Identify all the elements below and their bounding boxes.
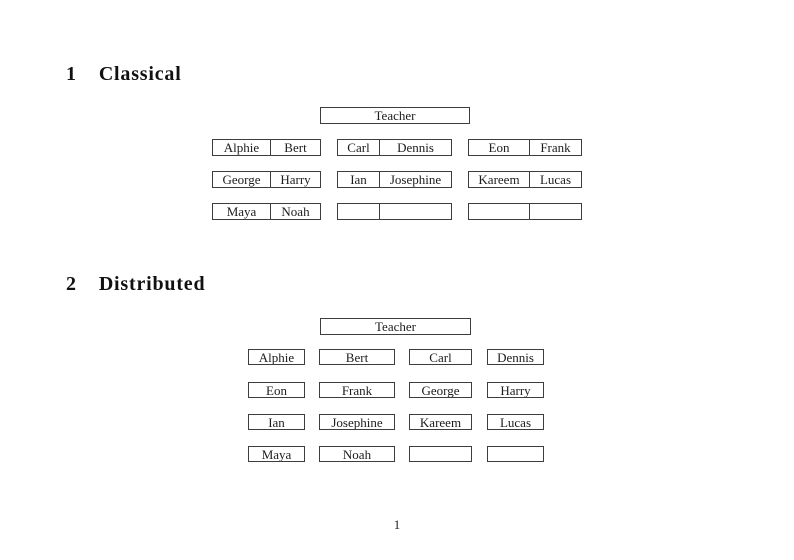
seat-left: Maya — [226, 204, 257, 219]
desk-pair: Alphie Bert — [212, 139, 321, 156]
section-number: 2 — [66, 273, 77, 295]
seat-right: Bert — [270, 140, 320, 155]
desk-pair: Kareem Lucas — [468, 171, 582, 188]
page-number: 1 — [393, 517, 401, 532]
seat-left: Carl — [347, 140, 370, 155]
desk-single: George — [409, 382, 472, 398]
seat-right: Frank — [529, 140, 581, 155]
seat-right: Noah — [270, 204, 320, 219]
desk-pair-empty — [468, 203, 582, 220]
desk-single: Bert — [319, 349, 395, 365]
desk-single-empty — [409, 446, 472, 462]
seat-right: Lucas — [529, 172, 581, 187]
seat-right: Josephine — [379, 172, 451, 187]
seat-left — [469, 204, 529, 219]
desk-single: Dennis — [487, 349, 544, 365]
seat-left: Eon — [488, 140, 510, 155]
seat-right — [379, 204, 451, 219]
seat-left: Alphie — [223, 140, 260, 155]
seat-right — [529, 204, 581, 219]
desk-pair: Carl Dennis — [337, 139, 452, 156]
seat-right: Dennis — [379, 140, 451, 155]
desk-pair: Eon Frank — [468, 139, 582, 156]
seat-left: Ian — [350, 172, 367, 187]
desk-single: Carl — [409, 349, 472, 365]
desk-single: Noah — [319, 446, 395, 462]
desk-single: Harry — [487, 382, 544, 398]
seat-left — [338, 204, 379, 219]
section-title: Classical — [98, 63, 182, 85]
section-heading-distributed: 2 Distributed — [66, 274, 205, 294]
desk-single: Maya — [248, 446, 305, 462]
desk-single: Lucas — [487, 414, 544, 430]
desk-single: Josephine — [319, 414, 395, 430]
section-title: Distributed — [98, 273, 206, 295]
seat-right: Harry — [270, 172, 320, 187]
section-number: 1 — [66, 63, 77, 85]
desk-pair: George Harry — [212, 171, 321, 188]
desk-pair-empty — [337, 203, 452, 220]
desk-single: Alphie — [248, 349, 305, 365]
desk-pair: Ian Josephine — [337, 171, 452, 188]
section-heading-classical: 1 Classical — [66, 64, 182, 84]
desk-single: Kareem — [409, 414, 472, 430]
desk-single: Ian — [248, 414, 305, 430]
seat-left: Kareem — [478, 172, 520, 187]
desk-single: Eon — [248, 382, 305, 398]
seat-left: George — [222, 172, 261, 187]
teacher-box: Teacher — [320, 107, 470, 124]
desk-single: Frank — [319, 382, 395, 398]
desk-single-empty — [487, 446, 544, 462]
desk-pair: Maya Noah — [212, 203, 321, 220]
teacher-box: Teacher — [320, 318, 471, 335]
